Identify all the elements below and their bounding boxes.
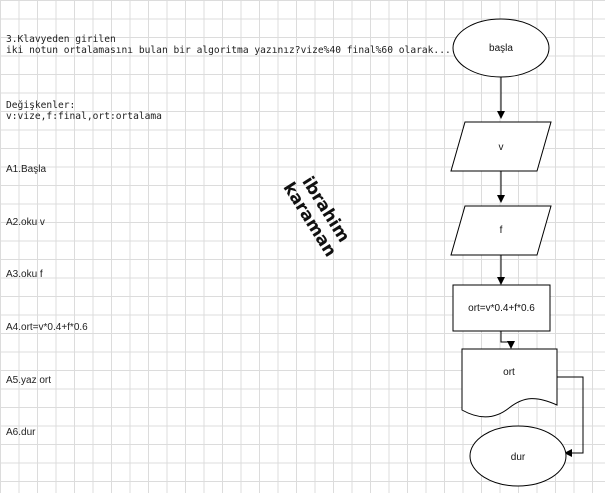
step-a6: A6.dur: [6, 427, 36, 438]
problem-line-1: 3.Klavyeden girilen: [6, 34, 116, 45]
variables-title: Değişkenler:: [6, 100, 76, 111]
input-f-node: f: [450, 205, 552, 256]
input-f-label: f: [500, 225, 503, 236]
variables-list: v:vize,f:final,ort:ortalama: [6, 111, 162, 122]
step-a2: A2.oku v: [6, 217, 45, 228]
start-label: başla: [489, 43, 513, 54]
edge-output-to-end: [557, 376, 584, 457]
step-a4: A4.ort=v*0.4+f*0.6: [6, 322, 88, 333]
problem-line-2: iki notun ortalamasını bulan bir algorit…: [6, 45, 451, 56]
input-v-label: v: [499, 142, 504, 153]
process-node: ort=v*0.4+f*0.6: [452, 284, 551, 332]
output-node: ort: [461, 348, 558, 418]
end-label: dur: [511, 452, 526, 463]
process-label: ort=v*0.4+f*0.6: [468, 303, 535, 314]
step-a5: A5.yaz ort: [6, 375, 52, 386]
step-a1: A1.Başla: [6, 164, 47, 175]
end-node: dur: [469, 425, 567, 487]
edge-process-to-output: [500, 331, 515, 349]
step-a3: A3.oku f: [6, 269, 43, 280]
start-node: başla: [452, 18, 550, 78]
output-label: ort: [503, 367, 515, 378]
input-v-node: v: [450, 121, 552, 172]
